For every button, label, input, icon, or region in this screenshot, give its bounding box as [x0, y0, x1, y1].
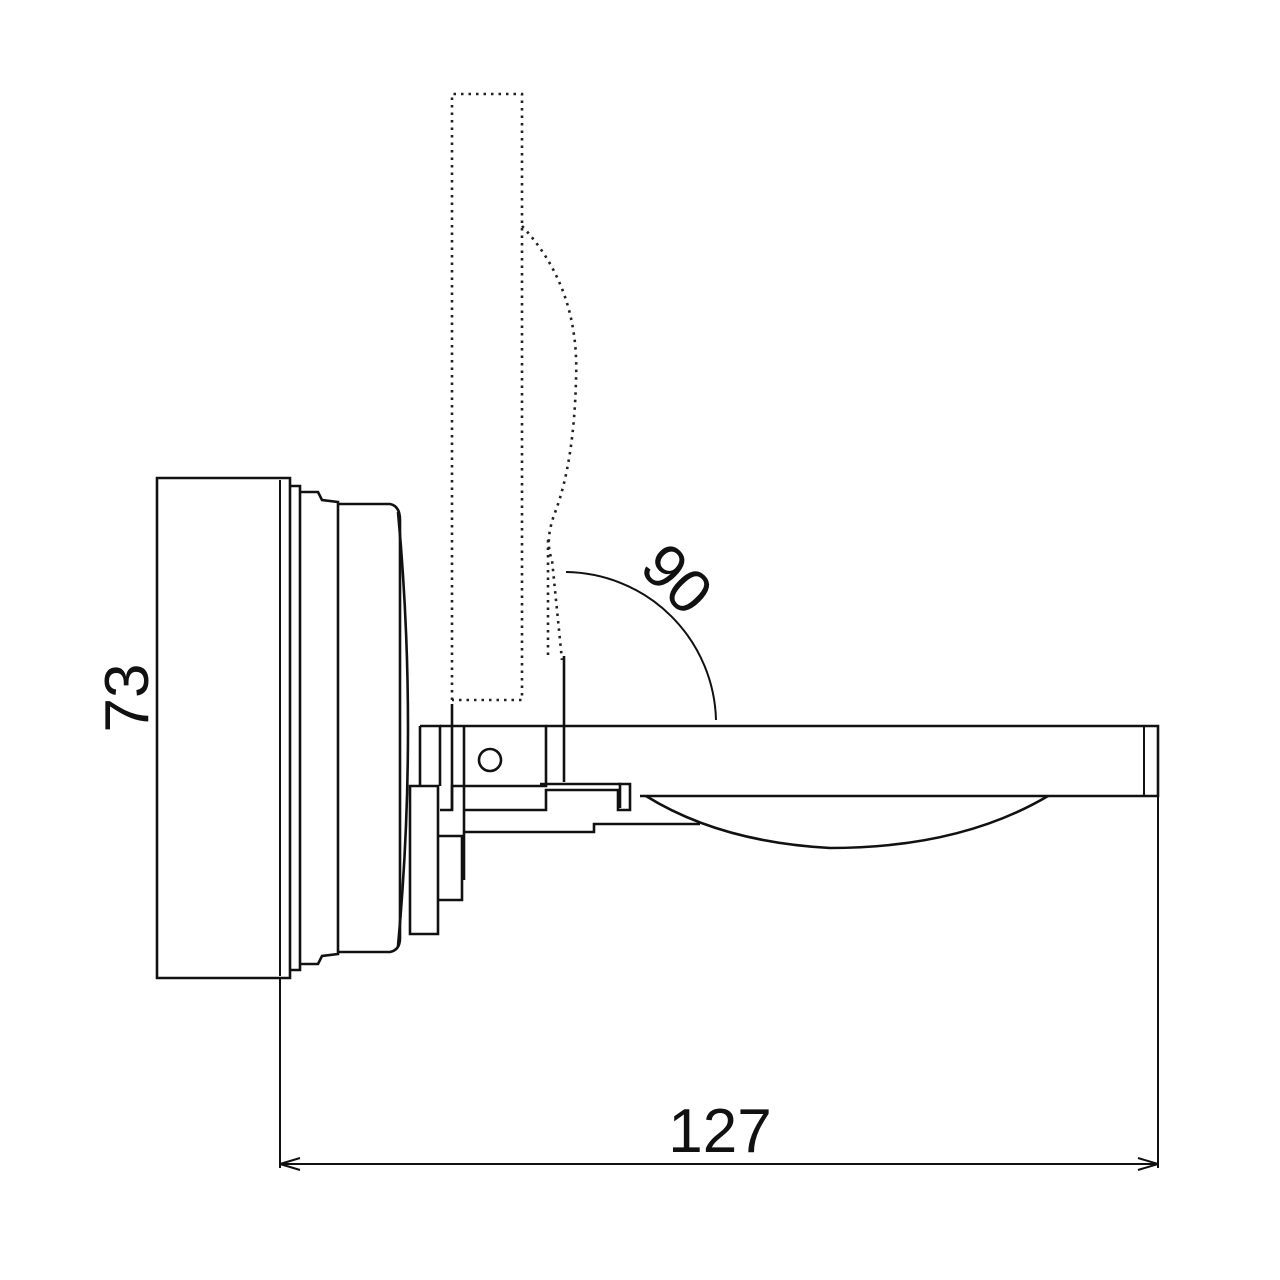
hinge-assembly	[408, 656, 700, 936]
width-label: 127	[668, 1097, 771, 1166]
width-arrow-right	[1137, 1157, 1159, 1171]
hinge-knuckle	[440, 724, 548, 812]
hinge-block-back	[408, 784, 440, 936]
rosette-curve	[396, 511, 410, 947]
angle-arc	[565, 571, 717, 721]
shelf-arm	[546, 724, 1160, 850]
angle-label: 90	[628, 531, 726, 629]
hinge-clip	[540, 782, 622, 808]
rosette-outer	[155, 476, 292, 980]
hinge-bracket	[464, 782, 632, 812]
hinge-pivot-screw	[477, 747, 503, 773]
rosette-cap	[338, 502, 402, 954]
hinge-mount-lower	[438, 834, 464, 902]
wall-rosette	[155, 476, 410, 980]
width-arrow-left	[279, 1157, 301, 1171]
shelf-dish	[645, 794, 1049, 850]
folded-plate-outline	[450, 92, 524, 702]
rosette-collar	[300, 490, 340, 966]
folded-position-outline	[450, 92, 578, 702]
hinge-mount-front	[418, 724, 442, 786]
width-dimension: 127	[279, 796, 1159, 1171]
height-dimension: 73	[93, 478, 162, 978]
folded-dish-outline	[521, 225, 578, 661]
angle-dimension: 90	[565, 531, 726, 721]
rosette-step	[290, 484, 302, 972]
shelf-plate	[546, 724, 1160, 798]
hinge-lower-arm	[464, 822, 700, 834]
height-label: 73	[93, 664, 162, 733]
